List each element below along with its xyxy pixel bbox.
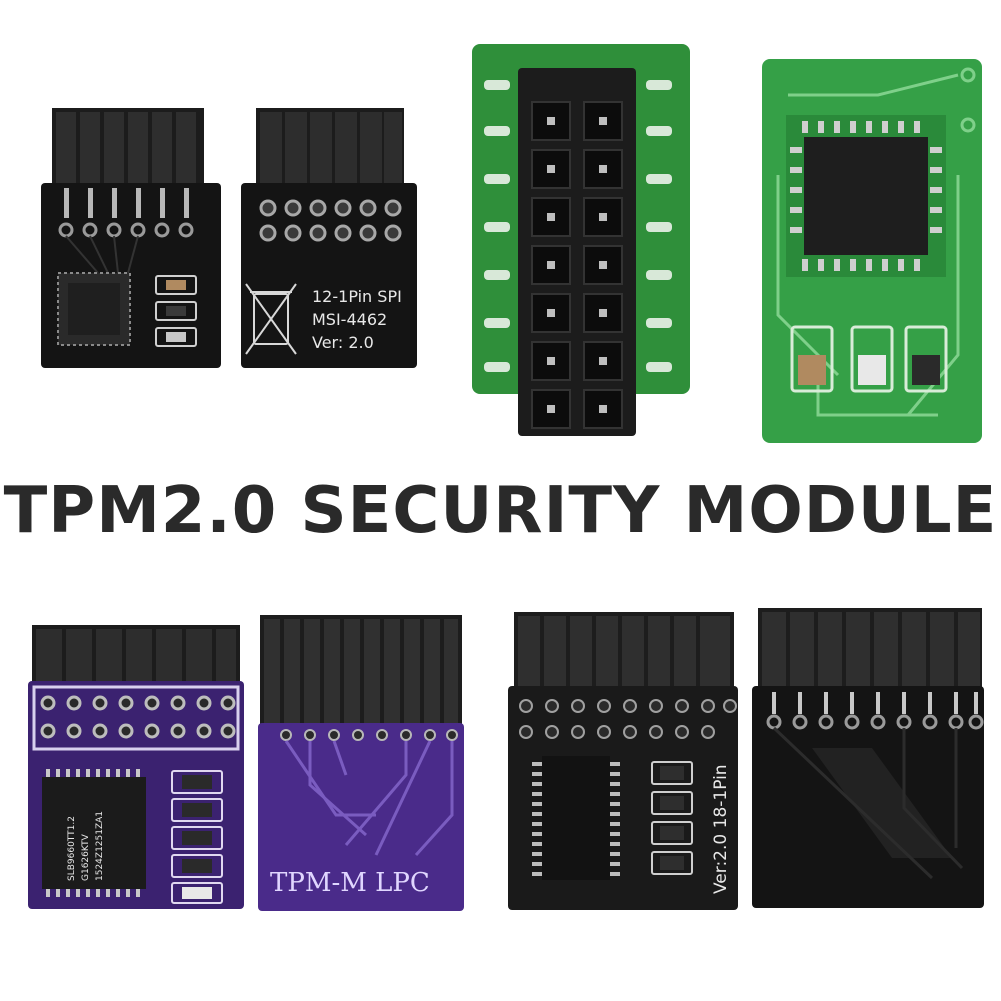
- silkscreen-line-1: 12-1Pin SPI: [312, 287, 402, 306]
- silkscreen-line-2: MSI-4462: [312, 310, 387, 329]
- tpm-module-purple-lpc-back: TPM-M LPC: [258, 615, 464, 911]
- tpm-module-purple-lpc-front: SLB9660TT1.2 G1626KTV 1524Z1251ZA1: [28, 625, 244, 909]
- chip-marking-1: SLB9660TT1.2: [67, 816, 77, 881]
- chip-marking-3: 1524Z1251ZA1: [95, 811, 105, 881]
- tpm-module-black-spi-back: 12-1Pin SPI MSI-4462 Ver: 2.0: [241, 108, 417, 368]
- silkscreen-label: TPM-M LPC: [270, 868, 430, 898]
- tpm-module-green-socket-front: [472, 44, 690, 436]
- tpm-module-black-spi-front: [41, 108, 221, 368]
- silkscreen-version: Ver:2.0 18-1Pin: [711, 764, 731, 894]
- tpm-module-green-chip-back: [762, 59, 982, 443]
- page-title: TPM2.0 SECURITY MODULE: [3, 474, 998, 548]
- silkscreen-line-3: Ver: 2.0: [312, 333, 374, 352]
- weee-bin-icon: [245, 283, 297, 355]
- tpm-module-black-lpc-back: [752, 608, 984, 908]
- tpm-module-black-lpc-front: Ver:2.0 18-1Pin: [508, 612, 738, 910]
- chip-marking-2: G1626KTV: [81, 833, 91, 881]
